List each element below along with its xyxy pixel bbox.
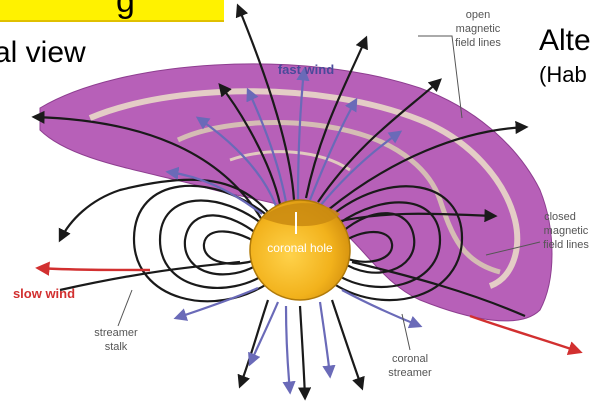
label-slow-wind: slow wind	[13, 286, 75, 301]
label-open-field-lines-2: magnetic	[456, 23, 501, 35]
label-open-field-lines-3: field lines	[455, 37, 501, 49]
label-streamer-stalk-1: streamer	[94, 327, 138, 339]
label-open-field-lines-1: open	[466, 9, 490, 21]
label-fast-wind: fast wind	[278, 62, 334, 77]
label-coronal-streamer-2: streamer	[388, 367, 432, 379]
label-streamer-stalk-2: stalk	[105, 341, 128, 353]
label-closed-field-lines-2: magnetic	[544, 225, 589, 237]
label-coronal-hole: coronal hole	[267, 241, 333, 255]
label-closed-field-lines-1: closed	[544, 211, 576, 223]
label-closed-field-lines-3: field lines	[543, 239, 589, 251]
label-coronal-streamer-1: coronal	[392, 353, 428, 365]
